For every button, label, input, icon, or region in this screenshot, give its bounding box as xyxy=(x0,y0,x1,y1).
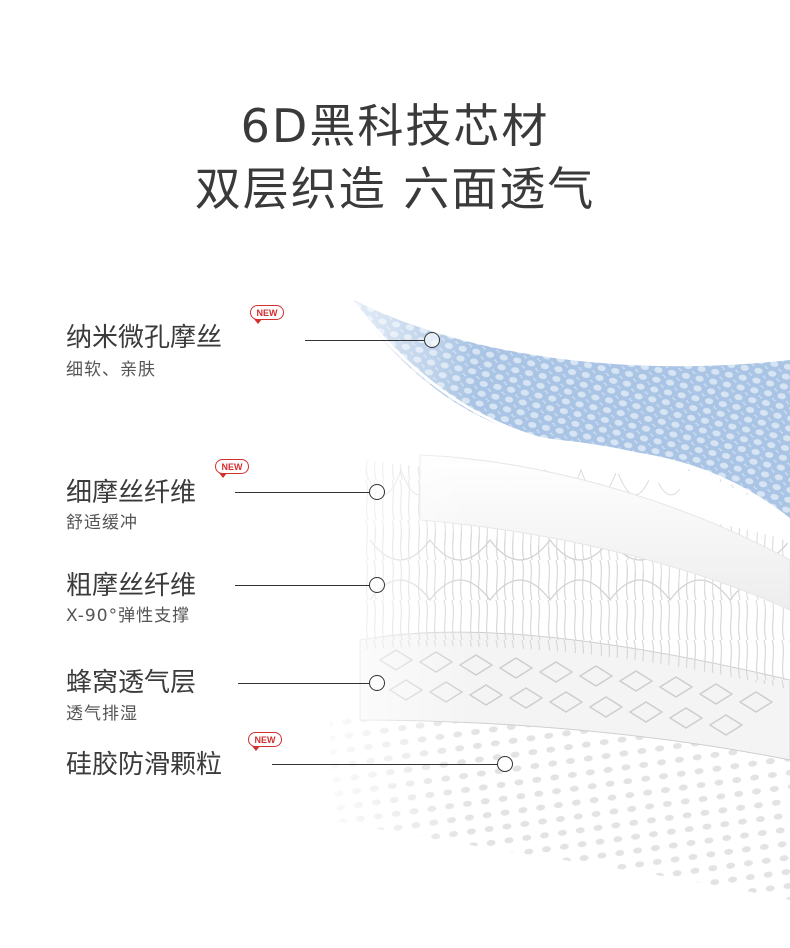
layer-desc-honeycomb: 透气排湿 xyxy=(66,704,138,724)
callout-line xyxy=(305,340,425,341)
layer-label-honeycomb: 蜂窝透气层 xyxy=(66,668,197,698)
callout-dot xyxy=(369,484,385,500)
layer-desc-nano-mesh: 细软、亲肤 xyxy=(66,360,156,380)
layer-label-nano-mesh: 纳米微孔摩丝 xyxy=(66,323,223,353)
new-badge: NEW xyxy=(248,732,282,751)
layer-label-fine-fiber: 细摩丝纤维 xyxy=(66,478,197,508)
callout-line xyxy=(272,764,498,765)
new-badge: NEW xyxy=(250,305,284,324)
callout-line xyxy=(238,683,370,684)
callout-dot xyxy=(497,756,513,772)
callout-line xyxy=(235,492,370,493)
callout-dot xyxy=(369,675,385,691)
layer-desc-coarse-fiber: X-90°弹性支撑 xyxy=(66,606,191,626)
title-line-2: 双层织造 六面透气 xyxy=(194,162,596,216)
callout-line xyxy=(235,585,370,586)
new-badge: NEW xyxy=(215,459,249,478)
title-line-1: 6D黑科技芯材 xyxy=(240,99,550,153)
layer-desc-fine-fiber: 舒适缓冲 xyxy=(66,513,138,533)
layer-label-silicone-dots: 硅胶防滑颗粒 xyxy=(66,750,223,780)
callout-dot xyxy=(424,332,440,348)
callout-dot xyxy=(369,577,385,593)
layer-label-coarse-fiber: 粗摩丝纤维 xyxy=(66,571,197,601)
